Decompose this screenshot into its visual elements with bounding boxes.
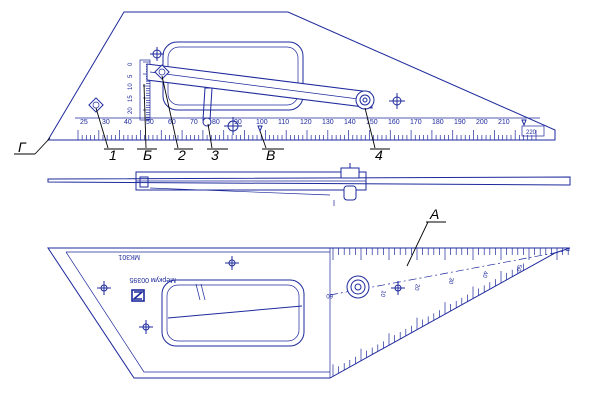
pointer-v	[257, 125, 263, 133]
vertical-label: 15	[128, 95, 134, 102]
slope-label: 10	[379, 290, 386, 298]
callout-B-soft: Б	[143, 147, 152, 163]
bottom-body-outline	[47, 247, 571, 379]
bottom-crosshair-1	[97, 281, 111, 295]
pivot-outer	[355, 90, 375, 110]
lock-knob-1	[88, 97, 104, 113]
scale-label: 170	[410, 119, 422, 126]
pivot-inner	[359, 94, 371, 106]
bottom-view: 10 20 30 40 50 60 МК301 Меркум 00395	[47, 206, 571, 379]
bottom-crosshair-2	[225, 256, 239, 270]
scale-label: 200	[476, 119, 488, 126]
band-ticks	[332, 248, 569, 377]
vertical-scale-labels: 0 5 10 15 20	[128, 62, 134, 114]
side-arm	[135, 171, 367, 191]
marking-mk301: МК301	[118, 253, 140, 260]
side-view	[47, 163, 571, 206]
scale-label: 150	[366, 119, 378, 126]
vertical-label: 10	[128, 83, 134, 90]
callout-G: Г	[18, 139, 27, 155]
scale-label: 25	[80, 119, 88, 126]
callout-4: 4	[375, 147, 383, 163]
scale-label: 80	[212, 119, 220, 126]
logo-icon	[131, 289, 145, 302]
callout-3: 3	[211, 147, 219, 163]
scale-label: 90	[234, 119, 242, 126]
side-washer	[343, 185, 357, 201]
scale-label: 50	[146, 119, 154, 126]
crosshair-center	[224, 117, 242, 135]
slider-value-label: 60	[326, 292, 333, 298]
scale-label: 160	[388, 119, 400, 126]
scale-label: 70	[190, 119, 198, 126]
vertical-label: 0	[128, 62, 134, 66]
slope-scale-labels: 10 20 30 40 50	[379, 264, 522, 298]
lock-knob-2	[154, 64, 170, 80]
main-scale-end-label: 220	[526, 130, 537, 136]
slider-stem	[202, 87, 213, 121]
pivot-core	[362, 97, 368, 103]
slider-knob	[202, 117, 212, 127]
side-nut	[340, 167, 360, 179]
bottom-window	[161, 279, 305, 347]
scale-label: 110	[278, 119, 289, 126]
main-scale-ticks	[77, 130, 537, 140]
vertical-label: 5	[128, 74, 134, 78]
bottom-crosshair-3	[139, 320, 153, 334]
side-body	[47, 176, 571, 186]
slope-label: 40	[481, 270, 488, 278]
scale-label: 180	[432, 119, 444, 126]
scale-label: 30	[102, 119, 110, 126]
bottom-crosshair-4	[391, 281, 405, 295]
scale-label: 130	[322, 119, 334, 126]
marking-maker: Меркум 00395	[129, 276, 176, 283]
side-hinge	[139, 176, 149, 188]
scale-label: 100	[256, 119, 268, 126]
callout-A: А	[429, 206, 439, 222]
callout-V: В	[266, 147, 275, 163]
slope-label: 30	[447, 277, 454, 285]
swing-arm-centerline	[149, 71, 367, 101]
scale-label: 120	[300, 119, 312, 126]
scale-label: 190	[454, 119, 466, 126]
slope-label: 50	[515, 264, 522, 272]
slope-label: 20	[413, 283, 420, 291]
callout-2: 2	[177, 147, 186, 163]
bottom-pivot-outer	[346, 275, 370, 299]
scale-label: 140	[344, 119, 356, 126]
scale-end-box	[521, 125, 545, 137]
pointer-end	[521, 119, 527, 127]
vertical-label: 20	[128, 107, 134, 114]
slope-centerline	[329, 249, 571, 296]
scale-label: 40	[124, 119, 132, 126]
scale-label: 210	[498, 119, 510, 126]
crosshair-top-left	[150, 47, 164, 61]
crosshair-right	[389, 93, 405, 109]
callout-1: 1	[109, 147, 117, 163]
